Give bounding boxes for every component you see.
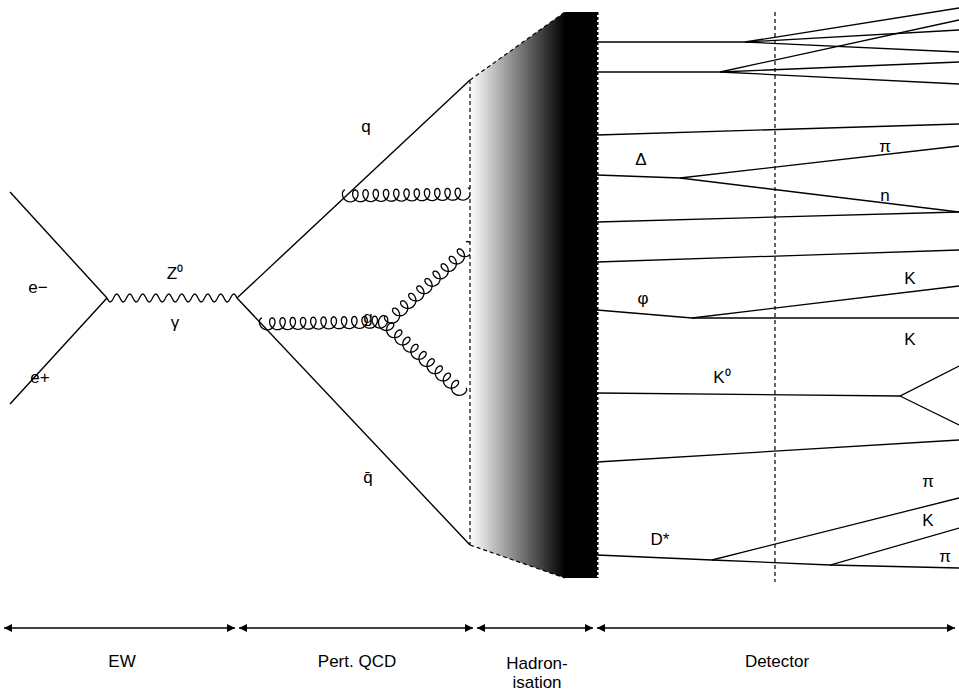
particle-label: π: [939, 547, 951, 567]
stage-label: Detector: [745, 652, 809, 672]
particle-label: n: [880, 186, 889, 206]
particle-label: γ: [171, 313, 180, 333]
particle-label: K: [904, 269, 915, 289]
particle-label: Δ: [635, 150, 646, 170]
particle-lines: [10, 80, 470, 545]
hadronisation-band: [470, 12, 597, 578]
particle-label: D*: [651, 530, 670, 550]
boson-lines: [107, 188, 473, 395]
particle-label: e+: [30, 368, 49, 388]
hadron-tracks: [597, 8, 959, 568]
stage-axis: [4, 627, 955, 628]
particle-label: K: [922, 511, 933, 531]
stage-label: Hadron- isation: [506, 654, 568, 693]
particle-label: q̄: [363, 468, 372, 488]
photon-line: [107, 294, 237, 302]
particle-label: Z⁰: [167, 264, 183, 284]
gluon-line: [342, 188, 470, 202]
particle-label: q: [361, 117, 370, 137]
particle-label: π: [922, 472, 934, 492]
particle-label: e−: [28, 278, 47, 298]
particle-label: K: [904, 330, 915, 350]
hadronisation-edge: [596, 12, 599, 578]
gluon-line: [379, 316, 467, 396]
gluon-line: [384, 242, 472, 324]
hadronisation-outline: [470, 12, 775, 582]
stage-label: Pert. QCD: [318, 652, 396, 672]
particle-label: K⁰: [713, 368, 730, 388]
particle-label: φ: [637, 289, 648, 309]
stage-label: EW: [108, 652, 135, 672]
particle-label: g: [363, 308, 372, 328]
particle-label: π: [879, 137, 891, 157]
